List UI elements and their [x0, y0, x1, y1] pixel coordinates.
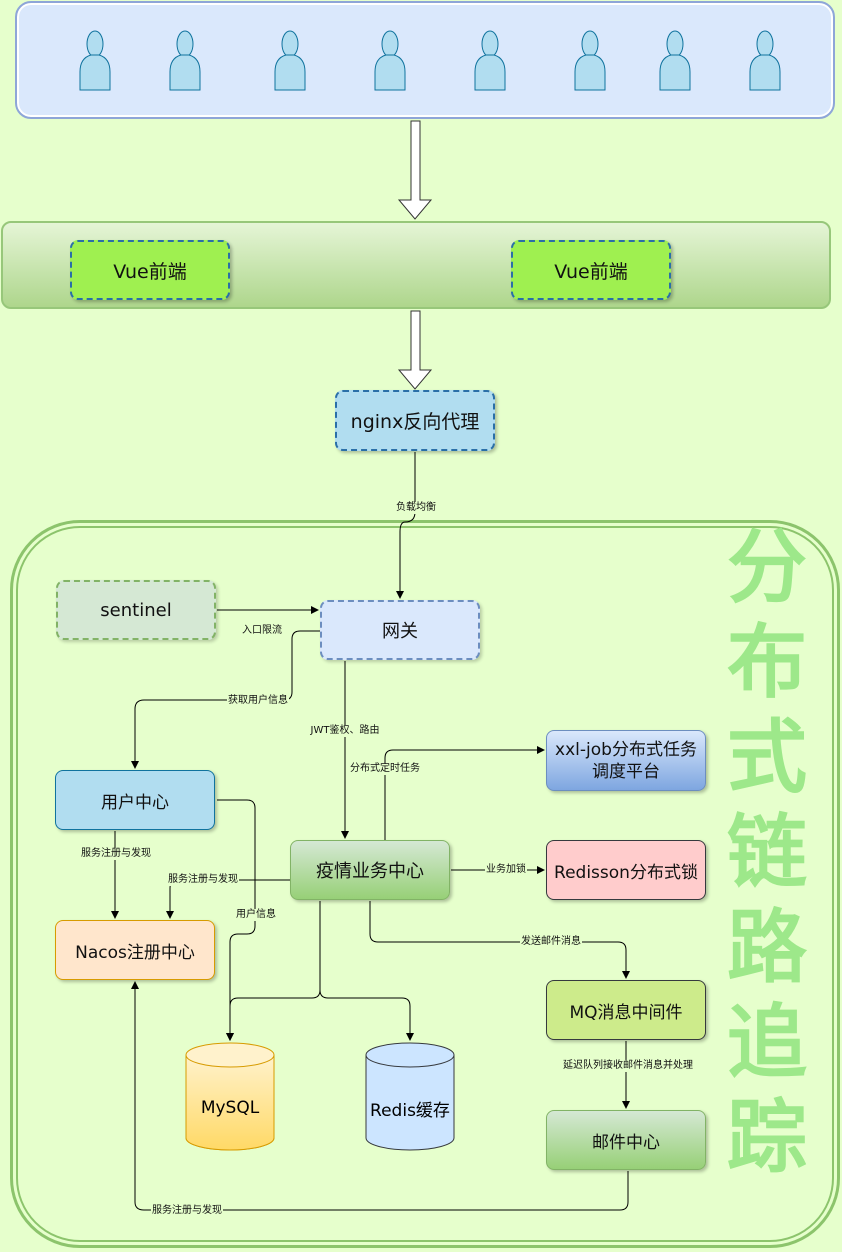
side-title-char: 路 [727, 901, 807, 994]
edge-load-balance [396, 452, 416, 599]
label-send-mail: 发送邮件消息 [520, 936, 582, 948]
side-title-char: 式 [727, 711, 807, 804]
label-reg-user: 服务注册与发现 [80, 848, 152, 860]
mysql-label: MySQL [200, 1098, 260, 1118]
label-user-info: 用户信息 [235, 909, 277, 921]
edge-to-redis [319, 989, 414, 1041]
label-jwt-route: JWT鉴权、路由 [309, 725, 381, 737]
label-delay-queue: 延迟队列接收邮件消息并处理 [562, 1060, 694, 1072]
nginx-proxy: nginx反向代理 [335, 390, 495, 451]
vue-frontend-right: Vue前端 [511, 240, 671, 300]
user-icon [474, 30, 506, 91]
xxl-job-line-2: 调度平台 [592, 761, 660, 782]
redis-cylinder [365, 1042, 455, 1151]
redis-label: Redis缓存 [370, 1100, 450, 1121]
redisson-lock-node: Redisson分布式锁 [546, 840, 706, 900]
user-icon [374, 30, 406, 91]
label-reg-epidemic: 服务注册与发现 [167, 874, 239, 886]
edge-user-info [217, 799, 256, 1041]
user-icon [574, 30, 606, 91]
label-reg-mail: 服务注册与发现 [151, 1205, 223, 1217]
side-title-char: 布 [727, 616, 807, 709]
side-title-char: 分 [727, 521, 807, 614]
user-icon [749, 30, 781, 91]
user-icon [274, 30, 306, 91]
user-icon [169, 30, 201, 91]
label-biz-lock: 业务加锁 [485, 864, 527, 876]
mq-node: MQ消息中间件 [546, 980, 706, 1040]
edge-send-mail [369, 901, 630, 979]
epidemic-center-node: 疫情业务中心 [290, 840, 450, 900]
label-dist-task: 分布式定时任务 [349, 763, 421, 775]
xxl-job-line-1: xxl-job分布式任务 [555, 739, 697, 760]
side-title: 分 布 式 链 路 追 踪 [722, 520, 812, 1185]
side-title-char: 踪 [727, 1091, 807, 1184]
xxl-job-node: xxl-job分布式任务 调度平台 [546, 730, 706, 791]
edge-data-split [226, 901, 321, 1041]
user-icon [659, 30, 691, 91]
tracing-frame-inner [16, 526, 834, 1242]
user-icon [79, 30, 111, 91]
gateway-node: 网关 [320, 600, 480, 660]
edge-dist-task [384, 746, 545, 840]
users-panel [15, 1, 835, 119]
nacos-registry-node: Nacos注册中心 [55, 920, 215, 980]
tracing-frame-outer [10, 520, 840, 1248]
flow-arrow-frontend-to-nginx [397, 310, 433, 390]
side-title-char: 链 [727, 806, 807, 899]
mail-center-node: 邮件中心 [546, 1110, 706, 1170]
edge-get-user-info [131, 630, 320, 769]
vue-frontend-left: Vue前端 [70, 240, 230, 300]
user-center-node: 用户中心 [55, 770, 215, 830]
side-title-char: 追 [727, 996, 807, 1089]
label-load-balance: 负载均衡 [395, 502, 437, 514]
flow-arrow-users-to-frontend [397, 120, 433, 220]
edge-reg-mail [131, 981, 629, 1211]
label-get-user-info: 获取用户信息 [227, 695, 289, 707]
mysql-cylinder [185, 1042, 275, 1151]
sentinel-node: sentinel [56, 580, 216, 640]
label-entry-limit: 入口限流 [241, 625, 283, 637]
